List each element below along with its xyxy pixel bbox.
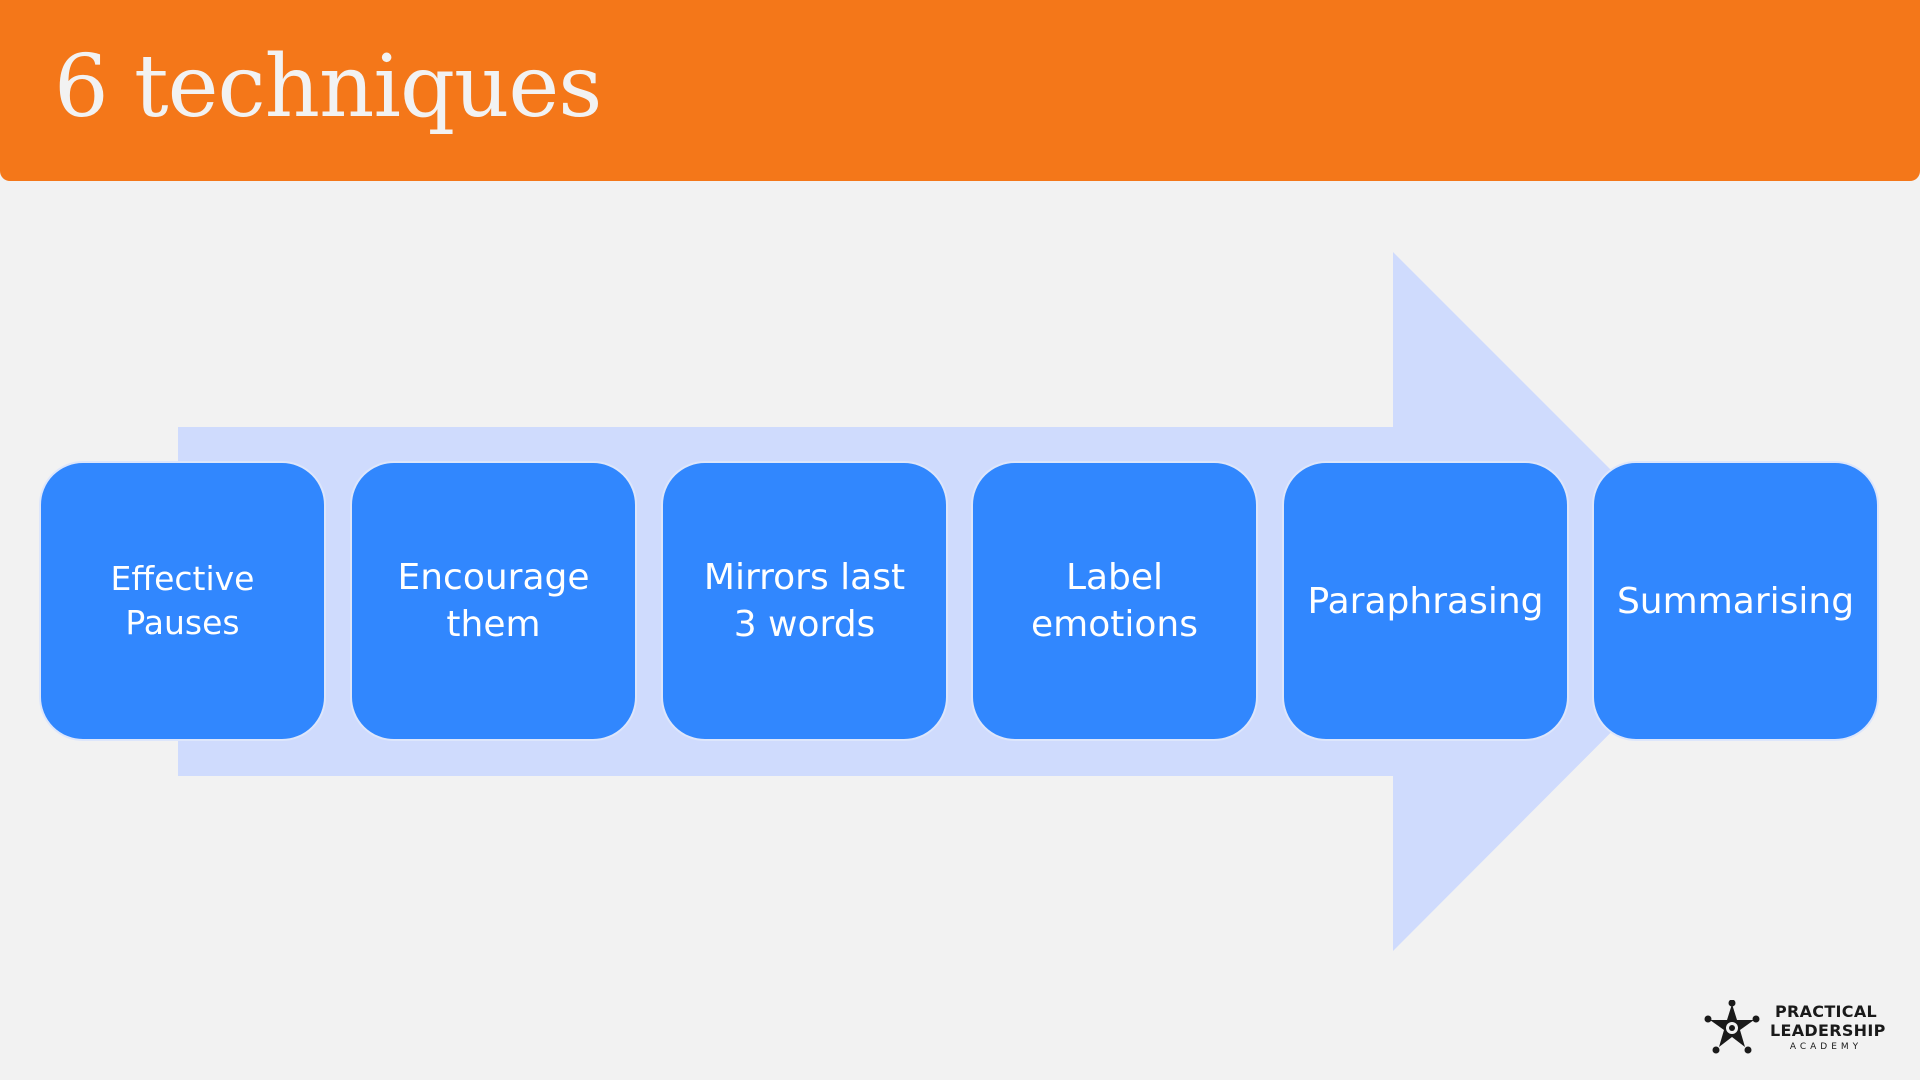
step-mirrors-last-3-words[interactable]: Mirrors last 3 words <box>661 461 948 741</box>
process-arrow-shape <box>178 252 1742 951</box>
step-label-emotions[interactable]: Label emotions <box>971 461 1258 741</box>
logo-wordmark: PRACTICAL LEADERSHIP ACADEMY <box>1770 1002 1886 1054</box>
step-label: Mirrors last 3 words <box>703 557 906 645</box>
company-logo: PRACTICAL LEADERSHIP ACADEMY <box>1704 998 1886 1058</box>
logo-line-leadership: LEADERSHIP <box>1770 1021 1886 1040</box>
page-title: 6 techniques <box>54 37 602 137</box>
logo-line-academy: ACADEMY <box>1789 1042 1863 1052</box>
people-star-icon <box>1704 1000 1760 1054</box>
step-label: Summarising <box>1616 580 1855 622</box>
step-encourage-them[interactable]: Encourage them <box>350 461 637 741</box>
step-effective-pauses[interactable]: Effective Pauses <box>39 461 326 741</box>
step-label: Paraphrasing <box>1307 580 1544 622</box>
step-summarising[interactable]: Summarising <box>1592 461 1879 741</box>
logo-line-practical: PRACTICAL <box>1774 1002 1878 1021</box>
step-label: Effective Pauses <box>110 559 255 642</box>
step-label: Label emotions <box>1031 557 1198 645</box>
title-bar: 6 techniques <box>0 0 1920 181</box>
step-paraphrasing[interactable]: Paraphrasing <box>1282 461 1569 741</box>
step-label: Encourage them <box>397 557 590 645</box>
